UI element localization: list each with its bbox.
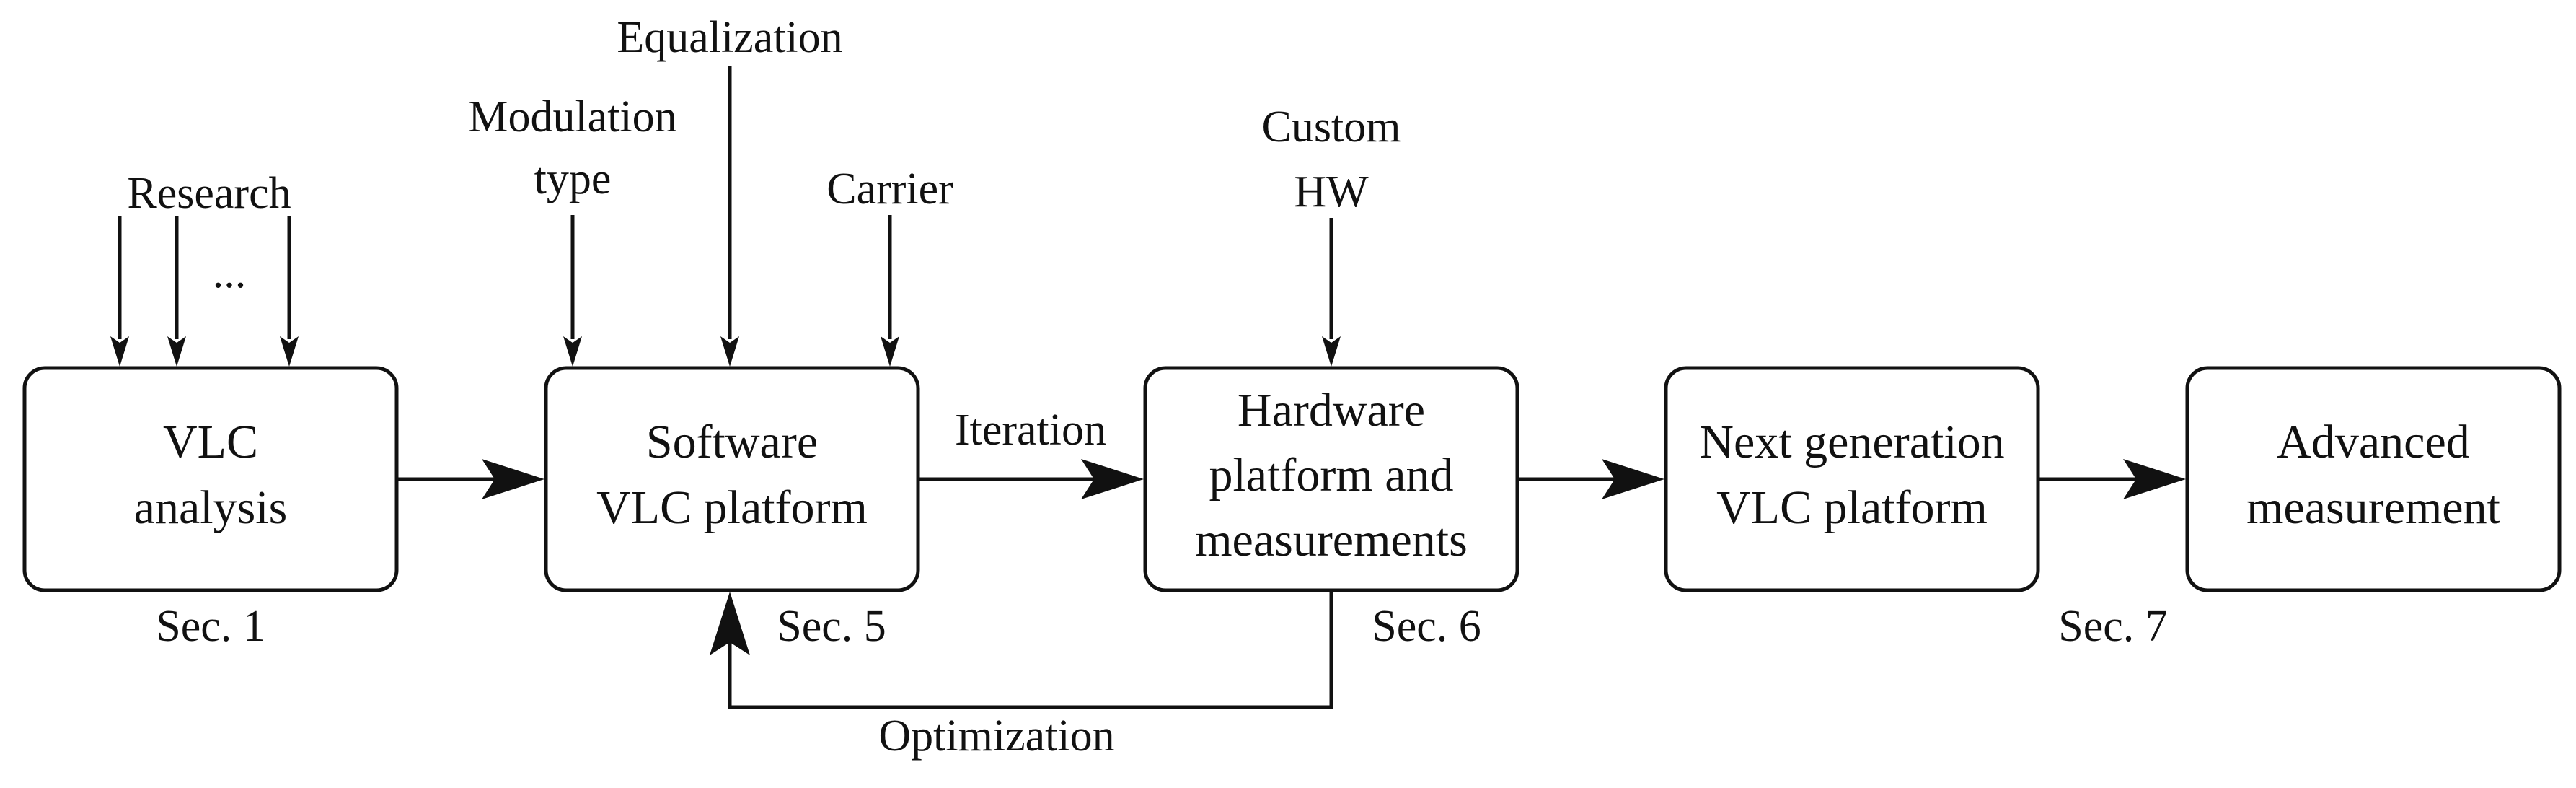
custom-hw-input-label-line1: Custom xyxy=(1262,102,1401,152)
research-input-label: Research xyxy=(127,169,291,218)
modulation-input-label-line1: Modulation xyxy=(468,92,676,141)
carrier-arrowhead xyxy=(881,336,899,367)
equalization-input-label: Equalization xyxy=(617,13,842,62)
advanced-measurement-label-line1: Advanced xyxy=(2277,416,2470,468)
section-label-1: Sec. 1 xyxy=(156,602,265,651)
next-generation-vlc-platform-box xyxy=(1664,366,2040,592)
optimization-feedback-arrowhead xyxy=(710,592,750,655)
custom-hw-arrowhead xyxy=(1322,336,1341,367)
software-platform-label-line2: VLC platform xyxy=(596,481,868,534)
hardware-platform-label-line3: measurements xyxy=(1195,514,1468,566)
advanced-measurement-box xyxy=(2185,366,2562,592)
next-generation-label-line1: Next generation xyxy=(1699,416,2004,468)
next-generation-label-line2: VLC platform xyxy=(1716,481,1988,534)
next-to-advanced-arrowhead xyxy=(2123,459,2186,499)
vlc-analysis-box xyxy=(22,366,399,592)
section-label-7: Sec. 7 xyxy=(2058,602,2168,651)
modulation-input-label-line2: type xyxy=(534,154,612,203)
research-arrowhead-2 xyxy=(167,336,186,367)
research-arrowhead-3 xyxy=(280,336,299,367)
section-label-5: Sec. 5 xyxy=(777,602,886,651)
vlc-analysis-label-line1: VLC xyxy=(163,416,258,468)
iteration-edge-label: Iteration xyxy=(955,406,1106,455)
hardware-platform-label-line1: Hardware xyxy=(1238,384,1425,437)
software-platform-label-line1: Software xyxy=(646,416,818,468)
analysis-to-software-arrowhead xyxy=(482,459,544,499)
equalization-arrowhead xyxy=(720,336,739,367)
software-vlc-platform-box xyxy=(544,366,920,592)
optimization-edge-label: Optimization xyxy=(878,712,1114,761)
custom-hw-input-label-line2: HW xyxy=(1294,167,1369,216)
iteration-arrowhead xyxy=(1081,459,1144,499)
optimization-feedback-line xyxy=(728,590,1333,709)
hardware-platform-label-line2: platform and xyxy=(1209,449,1453,502)
advanced-measurement-label-line2: measurement xyxy=(2246,481,2500,534)
section-label-6: Sec. 6 xyxy=(1372,602,1481,651)
vlc-analysis-label-line2: analysis xyxy=(134,481,288,534)
carrier-input-label: Carrier xyxy=(826,165,953,214)
modulation-arrowhead xyxy=(563,336,582,367)
research-arrowhead-1 xyxy=(110,336,129,367)
hardware-to-next-arrowhead xyxy=(1602,459,1664,499)
ellipsis-input-label: ... xyxy=(213,248,247,297)
